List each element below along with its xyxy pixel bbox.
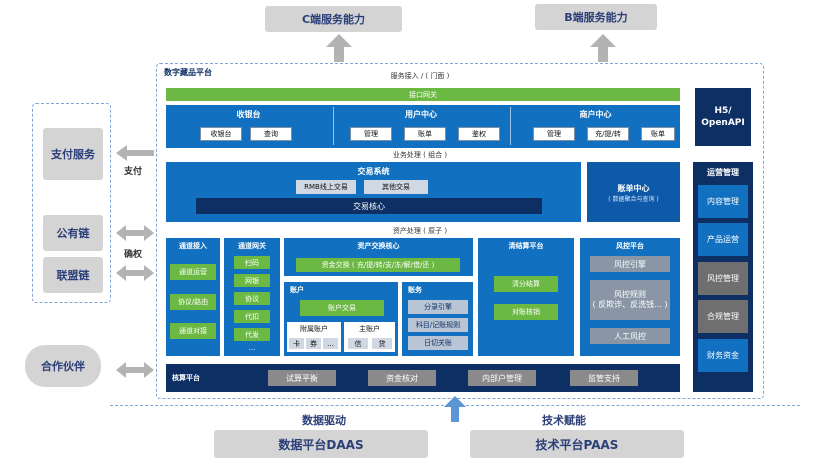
service-access-label: 服务接入 / ( 门面 ) — [390, 72, 450, 80]
up-arrow-icon — [590, 34, 616, 62]
account-title: 账户 — [290, 286, 304, 294]
ledger-title: 账务 — [408, 286, 422, 294]
daas-box: 数据平台DAAS — [214, 430, 428, 458]
withhold-item: 代扣 — [234, 310, 270, 323]
public-chain-box: 公有链 — [43, 215, 103, 251]
regulatory-item: 监管支持 — [570, 370, 638, 386]
double-arrow-icon — [116, 265, 154, 281]
consortium-chain-box: 联盟链 — [43, 257, 103, 293]
payment-service-box: 支付服务 — [43, 128, 103, 180]
double-arrow-icon — [116, 225, 154, 241]
reconcile-item: 对账核销 — [494, 304, 558, 320]
cashier-title: 收银台 — [236, 109, 261, 119]
channel-access-title: 通道接入 — [179, 242, 207, 250]
user-manage-item: 管理 — [350, 127, 392, 141]
pay-out-item: 代发 — [234, 328, 270, 341]
channel-ops-item: 通道运营 — [170, 264, 216, 280]
protocol-item: 协议 — [234, 292, 270, 305]
trade-core: 交易核心 — [196, 198, 542, 214]
protocol-route-item: 协议/路由 — [170, 294, 216, 310]
compliance-item: 合规管理 — [698, 300, 748, 333]
merchant-bill-item: 账单 — [641, 127, 675, 141]
rmb-trade-item: RMB线上交易 — [296, 180, 356, 194]
h5-openapi: H5/ OpenAPI — [695, 88, 751, 146]
merchant-manage-item: 管理 — [533, 127, 575, 141]
channel-gateway-title: 通道网关 — [238, 242, 266, 250]
trial-balance-item: 试算平衡 — [268, 370, 336, 386]
user-bill-item: 账单 — [404, 127, 446, 141]
asset-processing-label: 资产处理 ( 原子 ) — [392, 227, 448, 235]
more-sub-item: ... — [323, 338, 338, 349]
interface-gateway: 接口网关 — [166, 88, 680, 101]
merchant-center-title: 商户中心 — [579, 109, 612, 119]
up-arrow-icon — [444, 396, 466, 422]
more-item: ... — [248, 343, 256, 352]
business-processing-label: 业务处理 ( 组合 ) — [392, 151, 448, 159]
fund-exchange-item: 资金交换 ( 充/提/转/支/冻/解/借/还 ) — [296, 258, 460, 272]
bill-center-title: 账单中心 — [617, 184, 650, 193]
clearing-settle-item: 清分结算 — [494, 276, 558, 292]
c-service-box: C端服务能力 — [265, 6, 402, 32]
risk-title: 风控平台 — [616, 242, 644, 250]
cashier-item: 收银台 — [200, 127, 242, 141]
trade-system-title: 交易系统 — [357, 166, 390, 176]
channel-dock-item: 通道对接 — [170, 323, 216, 339]
bill-center-subtitle: ( 数据聚合与查询 ) — [608, 196, 659, 203]
query-item: 查询 — [250, 127, 292, 141]
loan-item: 贷 — [372, 338, 392, 349]
divider — [510, 107, 511, 145]
card-item: 卡 — [289, 338, 304, 349]
manual-risk-item: 人工风控 — [590, 328, 670, 344]
bill-center — [587, 162, 680, 222]
left-arrow-icon — [116, 145, 154, 161]
fund-check-item: 资金核对 — [368, 370, 436, 386]
sub-account-title: 附属账户 — [300, 324, 328, 333]
partners-box: 合作伙伴 — [25, 345, 101, 387]
core-platform-title: 核算平台 — [172, 374, 200, 382]
tech-enabled-label: 技术赋能 — [542, 414, 586, 427]
user-center-title: 用户中心 — [405, 109, 437, 119]
coupon-item: 券 — [306, 338, 321, 349]
merchant-transfer-item: 充/提/转 — [587, 127, 629, 141]
main-account-title: 主账户 — [359, 324, 380, 333]
content-manage-item: 内容管理 — [698, 185, 748, 218]
clearing-platform — [478, 238, 574, 356]
clearing-title: 清结算平台 — [508, 242, 544, 250]
product-ops-item: 产品运营 — [698, 223, 748, 256]
risk-rules-item: 风控规则 ( 反欺诈、反洗钱... ) — [590, 280, 670, 320]
scan-code-item: 扫码 — [234, 256, 270, 269]
paas-box: 技术平台PAAS — [470, 430, 684, 458]
internal-account-item: 内部户管理 — [468, 370, 536, 386]
divider — [333, 107, 334, 145]
platform-container — [156, 63, 764, 399]
risk-engine-item: 风控引擎 — [590, 256, 670, 272]
daily-close-item: 日切关账 — [408, 336, 468, 350]
entry-engine-item: 分录引擎 — [408, 300, 468, 314]
finance-item: 财务资金 — [698, 339, 748, 372]
pay-label: 支付 — [124, 167, 143, 177]
b-service-box: B端服务能力 — [535, 4, 657, 30]
ops-title: 运营管理 — [707, 167, 739, 177]
risk-manage-item: 风控管理 — [698, 262, 748, 295]
double-arrow-icon — [116, 362, 154, 378]
asset-exchange-title: 资产交换核心 — [357, 242, 400, 250]
left-container — [32, 103, 111, 303]
account-rule-item: 科目/记账规则 — [408, 318, 468, 332]
account-trade-item: 账户交易 — [300, 300, 384, 316]
credit-item: 信 — [348, 338, 368, 349]
user-auth-item: 鉴权 — [458, 127, 500, 141]
other-trade-item: 其他交易 — [364, 180, 428, 194]
up-arrow-icon — [326, 34, 352, 62]
online-bank-item: 网银 — [234, 274, 270, 287]
data-driven-label: 数据驱动 — [302, 414, 346, 427]
platform-title: 数字藏品平台 — [164, 68, 212, 77]
confirm-label: 确权 — [124, 250, 143, 260]
